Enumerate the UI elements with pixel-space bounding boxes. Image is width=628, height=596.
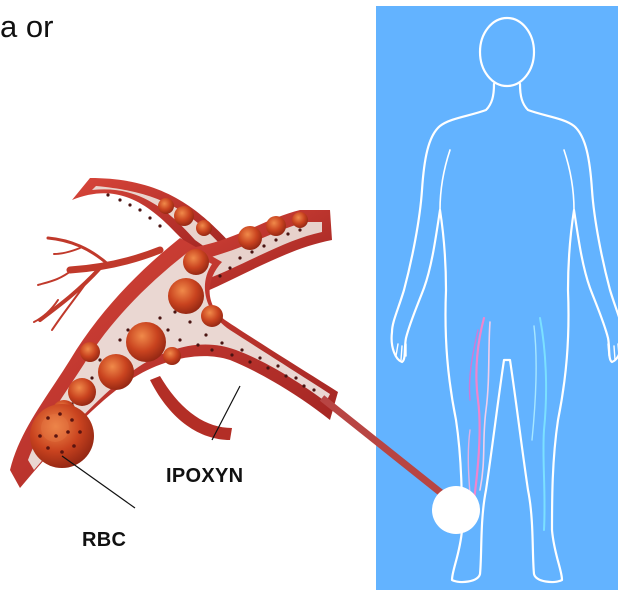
human-body-silhouette-icon (392, 18, 623, 582)
large-rbc (30, 404, 94, 468)
leg-veins (468, 318, 546, 530)
rbc-callout-line (62, 456, 135, 508)
rbc-label: RBC (82, 529, 126, 552)
ipoxyn-label: IPOXYN (166, 465, 243, 488)
connector-line (322, 398, 450, 500)
lower-vessel (150, 376, 232, 440)
highlight-circle-marker (432, 486, 480, 534)
blood-vessel-illustration (10, 178, 338, 508)
